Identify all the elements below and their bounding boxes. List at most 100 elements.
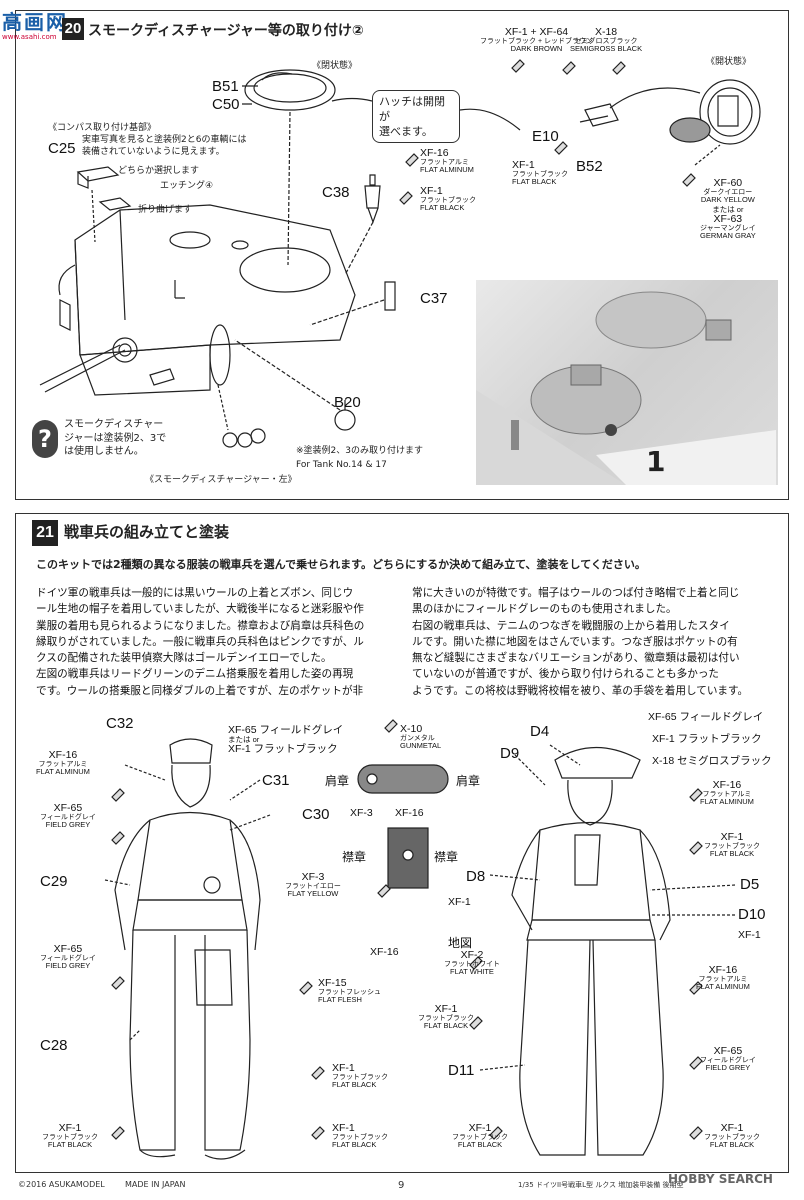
smoke-note-line-3: は使用しません。 — [64, 446, 144, 457]
etching-label: エッチング④ — [160, 181, 214, 191]
body-column-2: 常に大きいのが特徴です。帽子はウールのつば付き略帽で上着と同じ 黒のほかにフィー… — [412, 585, 748, 699]
smoke-note: スモークディスチャー ジャーは塗装例2、3で は使用しません。 — [64, 418, 166, 459]
paint-xf1-c38: XF-1 フラットブラック FLAT BLACK — [420, 185, 476, 213]
paint-xf65-right-b: XF-65 フィールドグレイ FIELD GREY — [700, 1045, 756, 1073]
photo-number: 1 — [646, 445, 666, 478]
compass-note: 実車写真を見ると塗装例2と6の車輌には 装備されていないように見えます。 — [82, 134, 246, 158]
paint-xf2: XF-2 フラットホワイト FLAT WHITE — [444, 949, 500, 977]
part-c25: C25 — [48, 140, 76, 157]
footer-site-logo: HOBBY SEARCH — [668, 1172, 773, 1186]
paint-xf1-insignia: XF-1 — [448, 896, 471, 908]
compass-note-line-2: 装備されていないように見えます。 — [82, 147, 225, 158]
smoke-note-line-2: ジャーは塗装例2、3で — [64, 432, 167, 444]
part-c37: C37 — [420, 290, 448, 307]
map-label: 地図 — [448, 936, 473, 950]
paint-xf3-top: XF-3 — [350, 807, 373, 819]
col2-line-1: 常に大きいのが特徴です。帽子はウールのつば付き略帽で上着と同じ — [412, 587, 740, 599]
part-d4: D4 — [530, 723, 550, 740]
paint-xf65-right: XF-65 フィールドグレイ — [648, 711, 764, 723]
col2-line-4: ルです。開いた襟に地図をはさんでいます。つなぎ服はポケットの有 — [412, 635, 738, 648]
photo-shapes — [476, 291, 776, 485]
collar-label-right: 襟章 — [434, 850, 459, 864]
hatch-note-line-1: ハッチは開閉が — [379, 95, 445, 123]
paint-xf16-right-a: XF-16 フラットアルミ FLAT ALMINUM — [700, 779, 754, 807]
part-d11: D11 — [448, 1062, 475, 1079]
paint-cap-left: XF-65 フィールドグレイ または or XF-1 フラットブラック — [228, 724, 344, 755]
watermark-logo: 高画网 — [2, 10, 68, 34]
paint-xf3: XF-3 フラットイエロー FLAT YELLOW — [285, 871, 341, 899]
col2-line-6: ていないのが普通ですが、後から取り付けられることも多かった — [412, 668, 720, 681]
step-21-number: 21 — [32, 520, 58, 546]
compass-note-line-1: 実車写真を見ると塗装例2と6の車輌には — [82, 135, 247, 145]
part-c29: C29 — [40, 873, 68, 890]
paint-xf16-top: XF-16 — [395, 807, 424, 819]
smoke-caption: 《スモークディスチャージャー・左》 — [145, 475, 297, 485]
col2-line-5: 無など縫製にさまざまなバリエーションがあり、徽章類は最初は付い — [412, 652, 740, 665]
paint-xf1-xf64: XF-1 + XF-64 フラットブラック + レッドブラウン DARK BRO… — [480, 26, 593, 54]
part-b51: B51 — [212, 78, 239, 95]
col1-line-2: ール生地の帽子を着用していましたが、大戦後半になると迷彩服や作 — [36, 603, 364, 616]
part-c50: C50 — [212, 96, 240, 113]
paint-x10: X-10 ガンメタル GUNMETAL — [400, 723, 442, 751]
part-c32: C32 — [106, 715, 134, 732]
shoulder-label-left: 肩章 — [325, 774, 350, 788]
reference-photo: 1 — [476, 280, 778, 485]
paint-xf16-right-b: XF-16 フラットアルミ FLAT ALMINUM — [696, 964, 750, 992]
part-c28: C28 — [40, 1037, 68, 1054]
paint-xf1-right: XF-1 フラットブラック — [652, 733, 762, 745]
paint-xf1-right-b: XF-1 フラットブラック FLAT BLACK — [418, 1003, 474, 1031]
hatch-note-line-2: 選べます。 — [379, 125, 433, 138]
hatch-closed-label: 《閉状態》 — [312, 61, 358, 71]
paint-xf15: XF-15 フラットフレッシュ FLAT FLESH — [318, 977, 381, 1005]
step-20-number: 20 — [62, 18, 84, 40]
paint-xf1-right-e: XF-1 フラットブラック FLAT BLACK — [704, 1122, 760, 1150]
paint-x18-right: X-18 セミグロスブラック — [652, 755, 772, 767]
part-c38: C38 — [322, 184, 350, 201]
part-b52: B52 — [576, 158, 603, 175]
part-c30: C30 — [302, 806, 330, 823]
fold-label: 折り曲げます — [138, 205, 193, 215]
part-b20: B20 — [334, 394, 361, 411]
part-d10: D10 — [738, 906, 766, 923]
paint-xf65-left-a: XF-65 フィールドグレイ FIELD GREY — [40, 802, 96, 830]
shoulder-label-right: 肩章 — [456, 774, 481, 788]
col1-line-3: 業服の着用も見られるようになりました。襟章および肩章は兵科色の — [36, 619, 365, 632]
compass-title: 《コンパス取り付け基部》 — [48, 123, 157, 133]
watermark: 高画网 www.asahi.com — [2, 6, 68, 41]
question-icon: ? — [32, 420, 58, 458]
paint-xf1-left-c: XF-1 フラットブラック FLAT BLACK — [332, 1122, 388, 1150]
paint-xf16-left: XF-16 フラットアルミ FLAT ALMINUM — [36, 749, 90, 777]
tank-note-en: For Tank No.14 & 17 — [296, 460, 387, 470]
footer-made-in: MADE IN JAPAN — [125, 1180, 186, 1189]
part-d9: D9 — [500, 745, 520, 762]
col1-line-1: ドイツ軍の戦車兵は一般的には黒いウールの上着とズボン、同じウ — [36, 587, 354, 599]
part-d8: D8 — [466, 868, 486, 885]
hatch-choice-callout: ハッチは開閉が 選べます。 — [372, 90, 460, 143]
paint-xf1-right-c: XF-1 フラットブラック FLAT BLACK — [452, 1122, 508, 1150]
hatch-open-label: 《開状態》 — [706, 57, 752, 67]
col2-line-3: 右図の戦車兵は、テニムのつなぎを戦闘服の上から着用したスタイ — [412, 619, 730, 632]
paint-xf1-left-a: XF-1 フラットブラック FLAT BLACK — [332, 1062, 388, 1090]
step-21-title: 戦車兵の組み立てと塗装 — [64, 523, 230, 541]
paint-xf16-c38: XF-16 フラットアルミ FLAT ALMINUM — [420, 147, 474, 175]
smoke-note-line-1: スモークディスチャー — [64, 419, 164, 430]
part-d5: D5 — [740, 876, 760, 893]
tank-note-jp: ※塗装例2、3のみ取り付けます — [296, 446, 423, 456]
paint-xf1-left-b: XF-1 フラットブラック FLAT BLACK — [42, 1122, 98, 1150]
paint-xf1-right-a: XF-1 フラットブラック FLAT BLACK — [704, 831, 760, 859]
footer-page-number: 9 — [398, 1180, 405, 1191]
col1-line-7: です。ウールの搭乗服と同様ダブルの上着ですが、左のポケットが非 — [36, 684, 364, 697]
col2-line-2: 黒のほかにフィールドグレーのものも使用されました。 — [412, 603, 677, 616]
compass-choice: どちらか選択します — [118, 166, 200, 176]
footer-kit-name: 1/35 ドイツII号戦車L型 ルクス 増加装甲装備 後期型 — [518, 1181, 684, 1189]
watermark-url: www.asahi.com — [2, 33, 57, 41]
step-21-intro: このキットでは2種類の異なる服装の戦車兵を選んで乗せられます。どちらにするか決め… — [36, 558, 646, 571]
paint-xf1-b52: XF-1 フラットブラック FLAT BLACK — [512, 159, 568, 187]
body-column-1: ドイツ軍の戦車兵は一般的には黒いウールの上着とズボン、同じウ ール生地の帽子を着… — [36, 585, 364, 699]
footer-copyright: ©2016 ASUKAMODEL — [18, 1180, 105, 1189]
paint-x18: X-18 セミグロスブラック SEMIGROSS BLACK — [570, 26, 643, 54]
paint-xf16-mid: XF-16 — [370, 946, 399, 958]
col2-line-7: ようです。この将校は野戦将校帽を被り、革の手袋を着用しています。 — [412, 684, 749, 697]
step-20-title: スモークディスチャージャー等の取り付け② — [88, 23, 364, 39]
